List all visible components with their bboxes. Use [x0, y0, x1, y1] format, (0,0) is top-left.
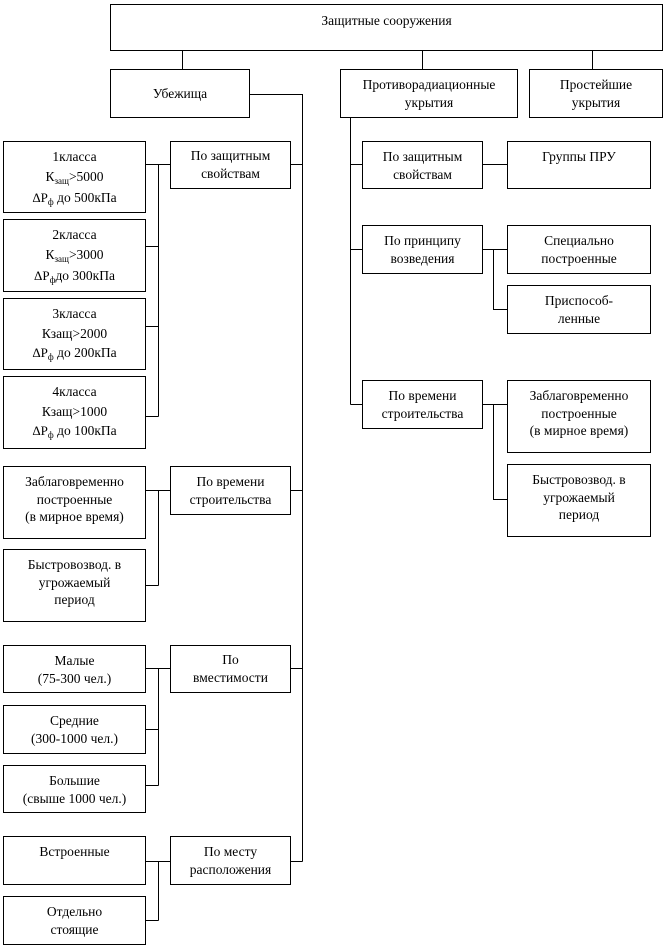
shelters-advance-built-node: Заблаговременно построенные (в мирное вр…: [3, 466, 146, 539]
shelters-label: Убежища: [152, 85, 208, 101]
root-node: Защитные сооружения: [110, 4, 663, 51]
pru-by-principle-node: По принципу возведения: [362, 225, 483, 274]
shelters-by-location-node: По месту расположения: [170, 836, 291, 885]
class-2-node: 2класса Кзащ>3000 ΔРфдо 300кПа: [3, 219, 146, 292]
pru-adapted-node: Приспособ- ленные: [507, 285, 651, 334]
shelters-node: Убежища: [110, 69, 250, 118]
shelters-by-protection-node: По защитным свойствам: [170, 141, 291, 189]
pru-by-build-time-node: По времени строительства: [362, 380, 483, 429]
pru-node: Противорадиационные укрытия: [340, 69, 518, 118]
capacity-small-node: Малые (75-300 чел.): [3, 645, 146, 693]
connector-shelters-trunk: [250, 94, 303, 862]
capacity-medium-node: Средние (300-1000 чел.): [3, 705, 146, 754]
pru-special-built-node: Специально построенные: [507, 225, 651, 274]
pru-by-protection-node: По защитным свойствам: [362, 141, 483, 189]
location-built-in-node: Встроенные: [3, 836, 146, 885]
shelters-by-build-time-node: По времени строительства: [170, 466, 291, 515]
class-1-node: 1класса Кзащ>5000 ΔРф до 500кПа: [3, 141, 146, 213]
pru-quick-built-node: Быстровозвод. в угрожаемый период: [507, 464, 651, 537]
shelters-quick-built-node: Быстровозвод. в угрожаемый период: [3, 549, 146, 622]
pru-advance-built-node: Заблаговременно построенные (в мирное вр…: [507, 380, 651, 453]
root-label: Защитные сооружения: [321, 13, 452, 28]
class-4-node: 4класса Кзащ>1000 ΔРф до 100кПа: [3, 376, 146, 449]
class-3-node: 3класса Кзащ>2000 ΔРф до 200кПа: [3, 298, 146, 370]
capacity-large-node: Большие (свыше 1000 чел.): [3, 765, 146, 813]
simple-shelter-node: Простейшие укрытия: [529, 69, 663, 118]
location-standalone-node: Отдельно стоящие: [3, 896, 146, 945]
shelters-by-capacity-node: По вместимости: [170, 645, 291, 693]
pru-groups-node: Группы ПРУ: [507, 141, 651, 189]
